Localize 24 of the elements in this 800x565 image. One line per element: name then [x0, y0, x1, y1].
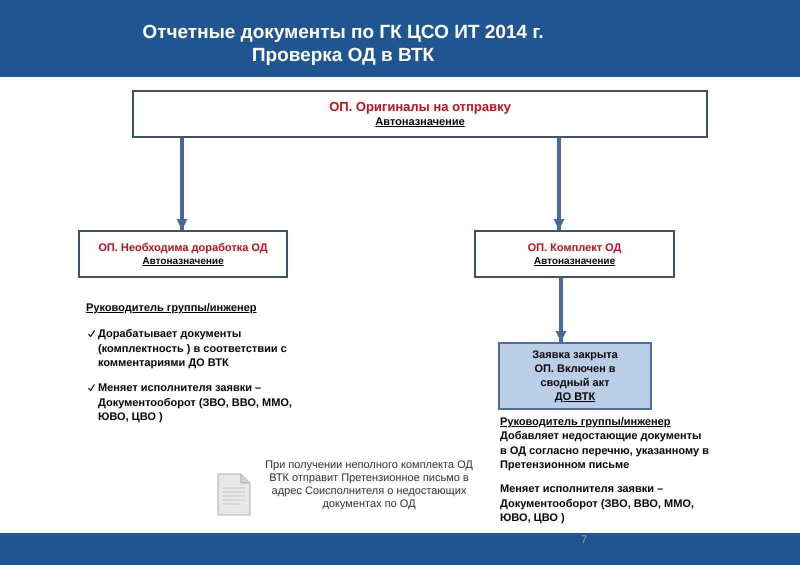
role-heading: Руководитель группы/инженер — [86, 301, 258, 316]
status-heading: ОП. Необходима доработка ОД — [98, 240, 268, 254]
arrow — [556, 278, 566, 342]
note-text: При получении неполного комплекта ОД ВТК отправит Претензионное письмо в адрес Соисполнителя о недостающих документах по ОД — [264, 459, 474, 511]
status-box — [78, 230, 288, 278]
status-text: Заявка закрыта ОП. Включен в сводный акт — [531, 348, 619, 390]
status-heading: ОП. Комплект ОД — [528, 240, 622, 254]
task-text: Меняет исполнителя заявки – Документооборот (ЗВО, ВВО, ММО, ЮВО, ЦВО ) — [98, 381, 293, 424]
role-heading: Руководитель группы/инженер — [500, 415, 672, 430]
arrow — [554, 138, 564, 230]
task-text: Дорабатывает документы (комплектность ) в соответствии с комментариями ДО ВТК — [98, 327, 288, 370]
task-text: Меняет исполнителя заявки – Документооборот (ЗВО, ВВО, ММО, ЮВО, ЦВО ) — [500, 482, 695, 526]
task-text: Добавляет недостающие документы в ОД согласно перечню, указанному в Претензионном письме — [500, 429, 710, 472]
assignment-label: Автоназначение — [142, 254, 224, 268]
arrow — [176, 138, 188, 230]
department-label: ДО ВТК — [554, 390, 596, 404]
page-number: 7 — [581, 533, 588, 548]
assignment-label: Автоназначение — [534, 254, 616, 268]
status-box — [474, 230, 675, 278]
status-box — [132, 90, 708, 138]
assignment-label: Автоназначение — [375, 115, 465, 129]
result-box — [498, 342, 652, 410]
status-heading: ОП. Оригиналы на отправку — [329, 99, 511, 115]
slide-title: Отчетные документы по ГК ЦСО ИТ 2014 г. Проверка ОД в ВТК — [141, 21, 545, 67]
